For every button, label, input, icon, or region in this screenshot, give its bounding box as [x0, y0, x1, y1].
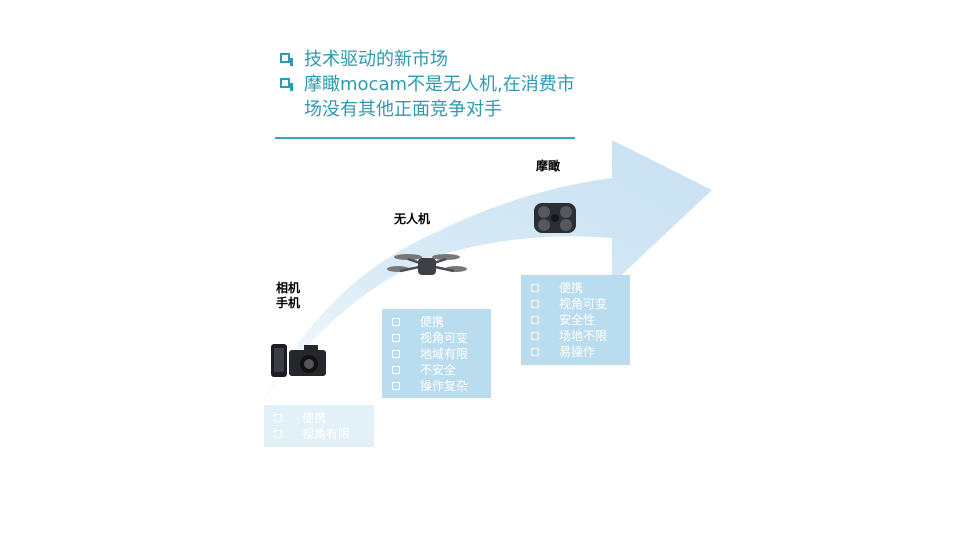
feature-item: 易操作 — [521, 344, 630, 360]
divider-line — [275, 137, 575, 139]
feature-item: 便携 — [382, 314, 491, 330]
bullet-text: 摩瞰mocam不是无人机,在消费市 — [304, 74, 575, 95]
checkbox-bullet-icon — [280, 78, 293, 91]
checkbox-bullet-icon — [280, 53, 293, 66]
feature-panel-mocam: 便携 视角可变 安全性 场地不限 易操作 — [521, 275, 630, 365]
feature-item: 便携 — [521, 280, 630, 296]
checkbox-icon — [392, 382, 400, 390]
checkbox-icon — [531, 284, 539, 292]
feature-item: 视角可变 — [382, 330, 491, 346]
checkbox-icon — [531, 300, 539, 308]
bullet-text-continued: 场没有其他正面竞争对手 — [304, 99, 502, 120]
feature-item: 地域有限 — [382, 346, 491, 362]
stage-label-mocam: 摩瞰 — [536, 159, 561, 173]
feature-item: 视角可变 — [521, 296, 630, 312]
bullet-item: 摩瞰mocam不是无人机,在消费市 场没有其他正面竞争对手 — [278, 72, 598, 122]
checkbox-icon — [274, 414, 282, 422]
mocam-drone-icon — [534, 203, 576, 233]
bullet-text: 技术驱动的新市场 — [304, 49, 448, 70]
bullet-item: 技术驱动的新市场 — [278, 47, 598, 72]
stage-label-camera-phone: 相机手机 — [276, 281, 301, 310]
feature-item: 场地不限 — [521, 328, 630, 344]
feature-panel-drone: 便携 视角可变 地域有限 不安全 操作复杂 — [382, 309, 491, 398]
drone-icon — [387, 254, 467, 275]
checkbox-icon — [531, 348, 539, 356]
arrow-shape — [258, 140, 712, 410]
feature-panel-camera-phone: 便携 视角有限 — [264, 405, 374, 447]
camera-phone-icon — [271, 344, 326, 377]
checkbox-icon — [531, 332, 539, 340]
feature-item: 不安全 — [382, 362, 491, 378]
bullet-list: 技术驱动的新市场 摩瞰mocam不是无人机,在消费市 场没有其他正面竞争对手 — [278, 47, 598, 122]
stage-label-drone: 无人机 — [394, 212, 431, 226]
checkbox-icon — [531, 316, 539, 324]
feature-item: 安全性 — [521, 312, 630, 328]
checkbox-icon — [392, 318, 400, 326]
checkbox-icon — [392, 350, 400, 358]
checkbox-icon — [274, 430, 282, 438]
feature-item: 操作复杂 — [382, 378, 491, 394]
feature-item: 视角有限 — [264, 426, 374, 442]
checkbox-icon — [392, 334, 400, 342]
checkbox-icon — [392, 366, 400, 374]
feature-item: 便携 — [264, 410, 374, 426]
